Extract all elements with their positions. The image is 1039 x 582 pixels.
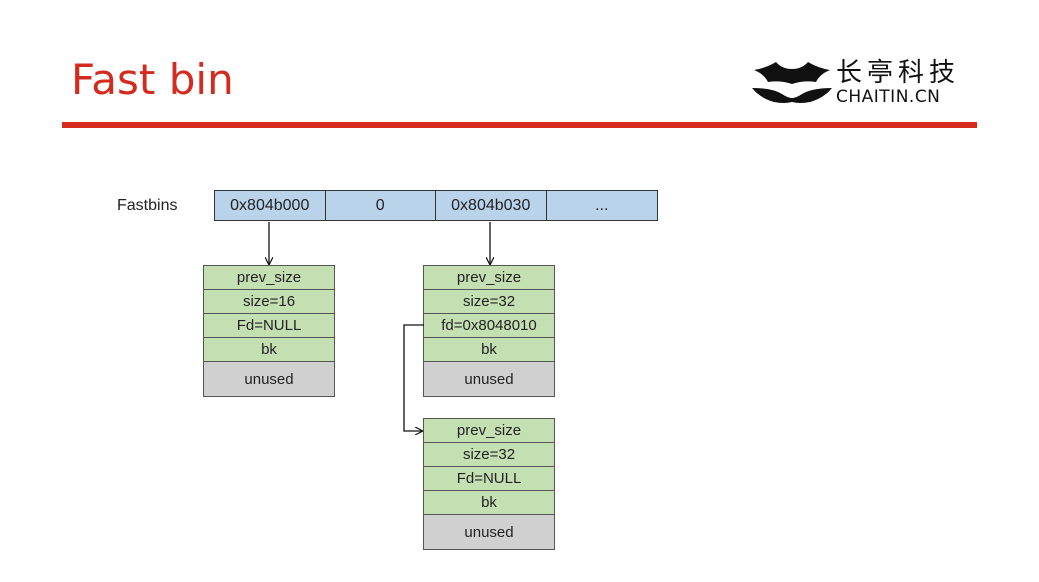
chunk-field-unused: unused <box>204 362 334 396</box>
logo-chinese-text: 长亭科技 <box>836 58 961 88</box>
chunk-field-fd: Fd=NULL <box>204 314 334 338</box>
chunk-2: prev_size size=32 fd=0x8048010 bk unused <box>423 265 555 397</box>
chunk-field-unused: unused <box>424 362 554 396</box>
chaitin-logo: 长亭科技 CHAITIN.CN <box>752 58 972 108</box>
chunk-field-bk: bk <box>424 491 554 515</box>
chunk-field-prev-size: prev_size <box>424 266 554 290</box>
fastbin-cell: 0x804b030 <box>436 191 547 220</box>
chunk-field-size: size=16 <box>204 290 334 314</box>
fastbin-cell: 0 <box>325 191 436 220</box>
logo-english-text: CHAITIN.CN <box>836 87 941 107</box>
fastbins-array: 0x804b000 0 0x804b030 ... <box>214 190 658 221</box>
chunk-3: prev_size size=32 Fd=NULL bk unused <box>423 418 555 550</box>
chunk-field-prev-size: prev_size <box>204 266 334 290</box>
fastbin-cell: ... <box>546 191 657 220</box>
chunk-field-fd: fd=0x8048010 <box>424 314 554 338</box>
arrow-fd-to-chunk3 <box>403 324 424 431</box>
fastbin-cell: 0x804b000 <box>215 191 326 220</box>
hat-icon <box>752 62 832 103</box>
chunk-field-size: size=32 <box>424 290 554 314</box>
chunk-field-bk: bk <box>424 338 554 362</box>
chunk-1: prev_size size=16 Fd=NULL bk unused <box>203 265 335 397</box>
chunk-field-prev-size: prev_size <box>424 419 554 443</box>
title-divider <box>62 122 977 128</box>
fastbins-label: Fastbins <box>117 197 178 214</box>
slide-title: Fast bin <box>71 55 234 104</box>
chunk-field-fd: Fd=NULL <box>424 467 554 491</box>
chunk-field-bk: bk <box>204 338 334 362</box>
chunk-field-unused: unused <box>424 515 554 549</box>
chunk-field-size: size=32 <box>424 443 554 467</box>
